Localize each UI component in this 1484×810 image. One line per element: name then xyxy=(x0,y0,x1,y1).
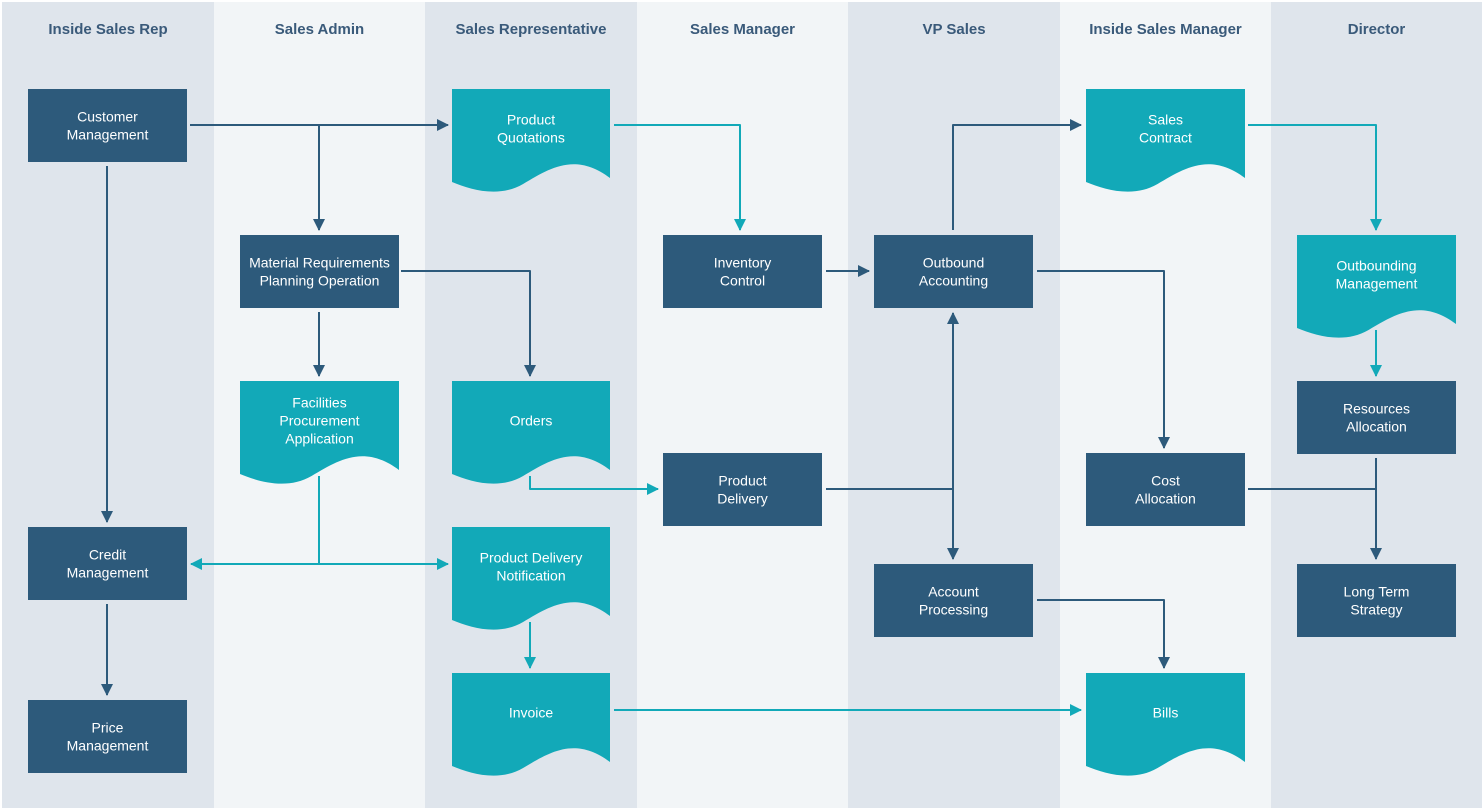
node-label: Orders xyxy=(510,413,553,429)
node-label: Customer xyxy=(77,109,138,125)
node-label: Quotations xyxy=(497,130,565,146)
node-label: Sales xyxy=(1148,112,1183,128)
node-label: Processing xyxy=(919,602,988,618)
lane-title: Sales Manager xyxy=(690,21,795,38)
document-shape xyxy=(1086,89,1245,192)
node-label: Allocation xyxy=(1346,419,1407,435)
document-shape xyxy=(240,381,399,484)
node-label: Management xyxy=(67,738,149,754)
document-shape xyxy=(1297,235,1456,338)
swimlane: Sales Manager xyxy=(637,2,848,808)
connector-orders-to-product-delivery xyxy=(529,476,659,495)
connector-outbound-accounting-to-sales-contract xyxy=(952,119,1082,230)
process-box xyxy=(1086,453,1245,526)
node-label: Inventory xyxy=(714,255,772,271)
process-box xyxy=(28,89,187,162)
process-box xyxy=(663,235,822,308)
document-shape xyxy=(1086,673,1245,776)
node-label: Control xyxy=(720,273,765,289)
node-label: Management xyxy=(67,127,149,143)
node-label: Resources xyxy=(1343,401,1410,417)
process-box xyxy=(1297,564,1456,637)
node-label: Long Term xyxy=(1344,584,1410,600)
node-label: Allocation xyxy=(1135,491,1196,507)
lane-title: Director xyxy=(1348,21,1406,38)
node-label: Application xyxy=(285,431,354,447)
node-label: Contract xyxy=(1139,130,1192,146)
node-label: Delivery xyxy=(717,491,768,507)
process-box xyxy=(874,564,1033,637)
swimlane-background xyxy=(637,2,848,808)
node-label: Accounting xyxy=(919,273,988,289)
document-shape xyxy=(452,381,610,484)
node-label: Credit xyxy=(89,547,126,563)
connector-mrp-operation-to-orders xyxy=(401,270,536,377)
node-label: Notification xyxy=(496,568,565,584)
connector-account-processing-to-bills xyxy=(1037,599,1170,669)
process-box xyxy=(240,235,399,308)
lane-title: Sales Admin xyxy=(275,21,364,38)
node-label: Outbounding xyxy=(1336,258,1416,274)
node-label: Invoice xyxy=(509,705,554,721)
lane-title: Sales Representative xyxy=(456,21,607,38)
node-label: Management xyxy=(1336,276,1418,292)
process-box xyxy=(28,527,187,600)
document-shape xyxy=(452,673,610,776)
process-box xyxy=(28,700,187,773)
process-box xyxy=(1297,381,1456,454)
node-label: Planning Operation xyxy=(260,273,380,289)
node-label: Material Requirements xyxy=(249,255,390,271)
process-box xyxy=(874,235,1033,308)
connector-outbound-accounting-to-cost-allocation xyxy=(1037,270,1170,449)
lane-title: Inside Sales Manager xyxy=(1089,21,1242,38)
lane-title: VP Sales xyxy=(922,21,985,38)
lane-title: Inside Sales Rep xyxy=(48,21,167,38)
node-label: Product Delivery xyxy=(480,550,583,566)
node-label: Facilities xyxy=(292,395,346,411)
node-invoice: Invoice xyxy=(452,673,610,776)
node-label: Cost xyxy=(1151,473,1180,489)
node-orders: Orders xyxy=(452,381,610,484)
node-label: Procurement xyxy=(279,413,359,429)
node-bills: Bills xyxy=(1086,673,1245,776)
connector-sales-contract-to-outbounding-management xyxy=(1248,124,1382,231)
connectors xyxy=(101,119,1382,716)
node-label: Product xyxy=(507,112,555,128)
document-shape xyxy=(452,89,610,192)
nodes: CustomerManagementCreditManagementPriceM… xyxy=(28,89,1456,776)
document-shape xyxy=(452,527,610,630)
node-label: Outbound xyxy=(923,255,985,271)
process-box xyxy=(663,453,822,526)
node-label: Price xyxy=(92,720,124,736)
node-label: Bills xyxy=(1153,705,1179,721)
node-label: Account xyxy=(928,584,979,600)
node-label: Strategy xyxy=(1350,602,1402,618)
node-label: Management xyxy=(67,565,149,581)
connector-product-quotations-to-inventory-control xyxy=(614,124,746,231)
node-label: Product xyxy=(718,473,766,489)
